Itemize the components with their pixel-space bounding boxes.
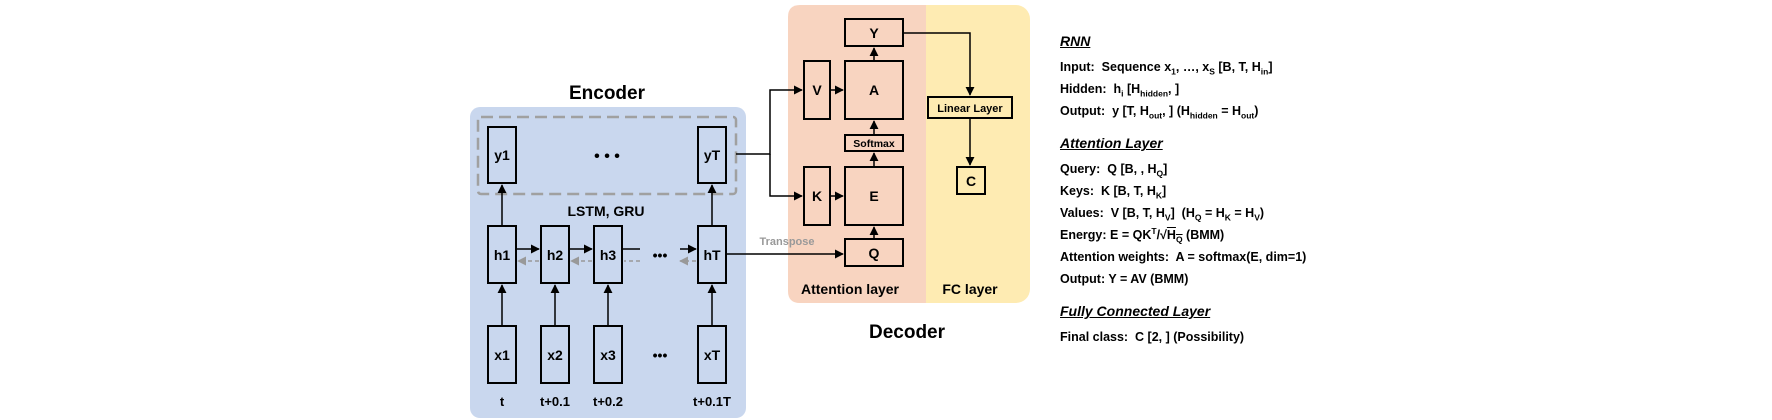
fc-layer-label: FC layer	[942, 281, 998, 297]
encoder-background	[470, 107, 746, 418]
output-box-y1	[487, 126, 517, 184]
keys-row: Keys: K [B, T, HK]	[1060, 184, 1167, 201]
final-class-row: Final class: C [2, ] (Possibility)	[1060, 326, 1760, 348]
output-dashed-group	[476, 115, 738, 196]
e-label: E	[869, 188, 878, 204]
decoder-block: Attention layer FC layer Decoder Y A V S…	[726, 5, 1030, 343]
final-class-value: C [2, ] (Possibility)	[1135, 330, 1245, 344]
input-label-xT: xT	[704, 347, 721, 363]
encoder-title: Encoder	[569, 83, 646, 104]
attention-output-row: Output: Y = AV (BMM)	[1060, 268, 1760, 290]
transpose-label: Transpose	[759, 236, 814, 248]
time-label-4: t+0.1T	[693, 394, 731, 409]
query-row: Query: Q [B, , HQ]	[1060, 162, 1168, 179]
weights-row: Attention weights: A = softmax(E, dim=1)	[1060, 246, 1760, 268]
hidden-box-h2	[540, 225, 570, 284]
output-dots: • • •	[594, 148, 620, 165]
fc-title: Fully Connected Layer	[1060, 303, 1211, 319]
values-label: Values:	[1060, 206, 1104, 220]
query-label: Query:	[1060, 162, 1101, 176]
encoder-arrows	[497, 184, 717, 326]
c-box	[956, 166, 986, 195]
rnn-input-label: Input:	[1060, 60, 1095, 74]
rnn-hidden-label: Hidden:	[1060, 82, 1107, 96]
attention-title: Attention Layer	[1060, 135, 1163, 151]
keys-label: Keys:	[1060, 184, 1095, 198]
time-label-1: t	[500, 394, 505, 409]
rnn-type-label: LSTM, GRU	[568, 203, 645, 219]
y-label: Y	[869, 25, 879, 41]
weights-label: Attention weights:	[1060, 250, 1170, 264]
k-label: K	[812, 188, 822, 204]
time-label-3: t+0.2	[593, 394, 623, 409]
fc-background	[895, 5, 1030, 303]
final-class-label: Final class:	[1060, 330, 1129, 344]
decoder-title: Decoder	[869, 322, 946, 343]
decoder-arrows	[726, 32, 975, 259]
energy-row: Energy: E = QKT/√HQ (BMM)	[1060, 225, 1225, 245]
output-label-y1: y1	[494, 147, 510, 163]
rnn-title: RNN	[1060, 33, 1091, 49]
architecture-diagram: Encoder y1 • • • yT LSTM, GRU h1 h2 h3 •…	[470, 5, 1030, 418]
attention-background	[788, 5, 926, 303]
attention-output-value: Y = AV (BMM)	[1108, 272, 1189, 286]
input-label-x3: x3	[600, 347, 616, 363]
rnn-hidden-row: Hidden: hi [Hhidden, ]	[1060, 82, 1180, 99]
attention-layer-label: Attention layer	[801, 281, 900, 297]
hidden-dots: •••	[653, 247, 668, 263]
input-label-x1: x1	[494, 347, 510, 363]
hidden-label-hT: hT	[703, 247, 721, 263]
a-label: A	[869, 82, 879, 98]
hidden-box-h3	[593, 225, 623, 284]
linear-layer-label: Linear Layer	[937, 103, 1003, 115]
encoder-block: Encoder y1 • • • yT LSTM, GRU h1 h2 h3 •…	[470, 83, 746, 418]
q-label: Q	[869, 245, 880, 261]
hidden-label-h1: h1	[494, 247, 511, 263]
rnn-input-row: Input: Sequence x1, …, xS [B, T, Hin]	[1060, 60, 1273, 77]
energy-label: Energy:	[1060, 228, 1107, 242]
softmax-label: Softmax	[853, 138, 895, 150]
hidden-label-h2: h2	[547, 247, 564, 263]
rnn-output-label: Output:	[1060, 104, 1106, 118]
attention-output-label: Output:	[1060, 272, 1106, 286]
output-label-yT: yT	[704, 147, 721, 163]
v-label: V	[812, 82, 822, 98]
input-label-x2: x2	[547, 347, 563, 363]
values-row: Values: V [B, T, HV] (HQ = HK = HV)	[1060, 206, 1265, 223]
time-label-2: t+0.1	[540, 394, 570, 409]
c-label: C	[966, 173, 976, 189]
notes-panel: RNN Input: Sequence x1, …, xS [B, T, Hin…	[1060, 30, 1760, 348]
output-box-yT	[697, 126, 727, 184]
weights-value: A = softmax(E, dim=1)	[1175, 250, 1307, 264]
hidden-label-h3: h3	[600, 247, 617, 263]
rnn-output-row: Output: y [T, Hout, ] (Hhidden = Hout)	[1060, 104, 1259, 121]
input-dots: •••	[653, 347, 668, 363]
